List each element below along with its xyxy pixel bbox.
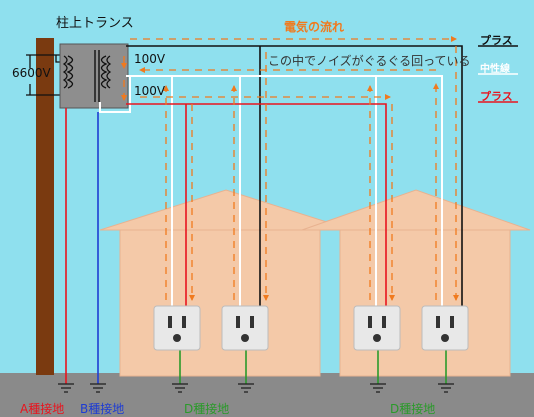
ground-b-label: B種接地 bbox=[80, 402, 125, 416]
house-right bbox=[301, 189, 531, 377]
primary-lines bbox=[26, 54, 64, 96]
outlet-3 bbox=[353, 305, 401, 351]
neutral-wire bbox=[99, 75, 443, 310]
red-wire bbox=[126, 103, 387, 310]
ground-d-right-label: D種接地 bbox=[390, 402, 436, 416]
current-flow-arrows bbox=[121, 36, 459, 301]
ground-d-left-label: D種接地 bbox=[184, 402, 230, 416]
voltage-100-lower-label: 100V bbox=[134, 84, 166, 98]
legend-plus-black: プラス bbox=[480, 34, 513, 47]
ground-a-label: A種接地 bbox=[20, 402, 65, 416]
outlet-1 bbox=[153, 305, 201, 351]
ground-strip bbox=[0, 373, 534, 417]
outlet-2 bbox=[221, 305, 269, 351]
legend-plus-red: プラス bbox=[480, 90, 513, 103]
utility-pole bbox=[36, 38, 54, 375]
legend-lines bbox=[478, 45, 518, 103]
noise-note: この中でノイズがぐるぐる回っている bbox=[268, 54, 471, 68]
ground-symbol-d2 bbox=[238, 383, 254, 393]
outlet-4 bbox=[421, 305, 469, 351]
ground-symbol-d3 bbox=[370, 383, 386, 393]
ground-symbol-a bbox=[58, 383, 74, 393]
legend-neutral: 中性線 bbox=[480, 64, 510, 75]
flow-label: 電気の流れ bbox=[284, 20, 345, 34]
pole-transformer bbox=[59, 43, 129, 109]
ground-wires bbox=[65, 108, 447, 384]
voltage-6600-label: 6600V bbox=[12, 66, 51, 80]
ground-symbol-d4 bbox=[438, 383, 454, 393]
black-wire bbox=[126, 45, 463, 310]
ground-symbol-d1 bbox=[172, 383, 188, 393]
ground-symbol-b bbox=[90, 383, 106, 393]
transformer-label: 柱上トランス bbox=[56, 16, 134, 31]
voltage-100-upper-label: 100V bbox=[134, 52, 166, 66]
house-left bbox=[99, 189, 353, 377]
